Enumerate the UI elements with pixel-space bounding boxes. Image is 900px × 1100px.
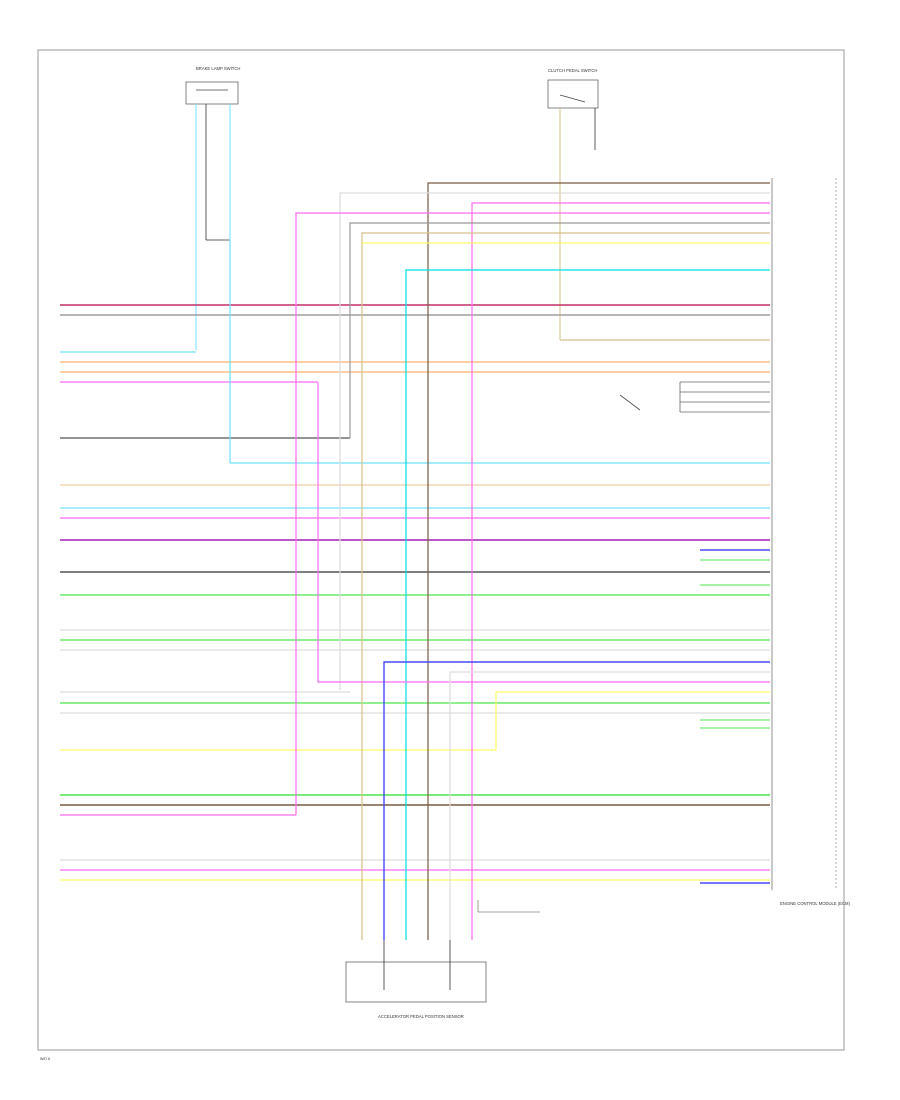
clutch-switch-title: CLUTCH PEDAL SWITCH	[548, 68, 597, 73]
clutch-pedal-switch: CLUTCH PEDAL SWITCH	[547, 68, 599, 340]
accelerator-pedal-sensor: ACCELERATOR PEDAL POSITION SENSOR	[345, 900, 540, 1019]
diagram-border	[37, 49, 845, 1051]
brake-switch-title: BRAKE LAMP SWITCH	[196, 66, 240, 71]
side-switch	[619, 381, 770, 884]
accel-pedal-title: ACCELERATOR PEDAL POSITION SENSOR	[378, 1014, 464, 1019]
ecm-title: ENGINE CONTROL MODULE (ECM)	[780, 901, 850, 906]
ecm-connector: ENGINE CONTROL MODULE (ECM)	[771, 178, 850, 906]
brake-lamp-switch: BRAKE LAMP SWITCH	[185, 66, 240, 350]
top-wires	[229, 182, 770, 940]
horizontal-wires	[60, 304, 770, 881]
page-code: W/D 6	[40, 1057, 50, 1061]
